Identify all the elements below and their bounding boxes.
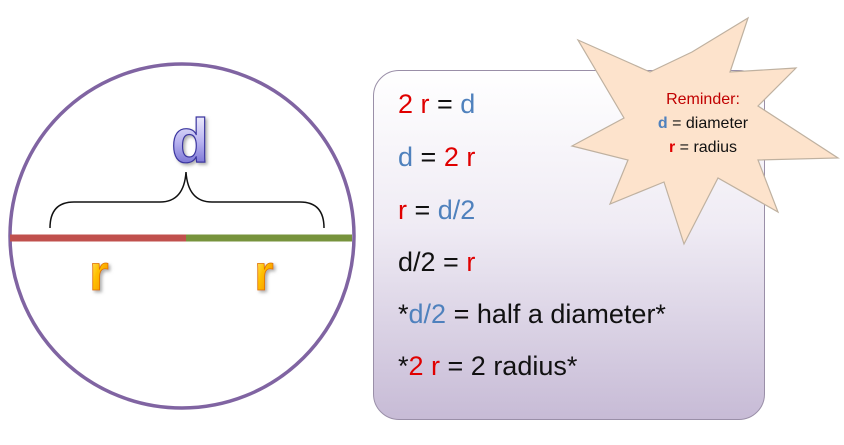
equation-part: 2 r xyxy=(408,351,441,381)
equation-line: 2 r = d xyxy=(398,88,475,120)
reminder-radius-line: r = radius xyxy=(628,136,778,160)
equation-line: *2 r = 2 radius* xyxy=(398,350,577,382)
equation-part: = xyxy=(407,195,438,225)
equation-part: = 2 radius* xyxy=(440,351,578,381)
equation-part: d xyxy=(398,142,414,172)
equation-part: r xyxy=(398,195,407,225)
equation-line: r = d/2 xyxy=(398,194,475,226)
equation-part: d xyxy=(460,89,476,119)
diameter-brace xyxy=(49,171,325,229)
equation-part: 2 r xyxy=(398,89,430,119)
equation-line: d/2 = r xyxy=(398,246,475,278)
equation-part: d/2 xyxy=(398,247,436,277)
reminder-note: Reminder: d = diameter r = radius xyxy=(628,88,778,160)
equation-line: *d/2 = half a diameter* xyxy=(398,298,666,330)
reminder-starburst xyxy=(570,16,840,246)
equation-part: = xyxy=(429,89,461,119)
equation-line: d = 2 r xyxy=(398,141,475,173)
radius-letter-right: r xyxy=(254,245,273,301)
reminder-d-text: = diameter xyxy=(667,115,749,132)
reminder-title: Reminder: xyxy=(666,91,740,108)
equation-part: * xyxy=(398,299,409,329)
equation-part: = xyxy=(413,142,444,172)
equation-part: d/2 xyxy=(408,299,447,329)
diameter-letter: d xyxy=(171,107,209,176)
equation-part: * xyxy=(398,351,409,381)
reminder-r-text: = radius xyxy=(675,139,738,156)
radius-letter-left: r xyxy=(89,245,108,301)
reminder-diameter-line: d = diameter xyxy=(628,112,778,136)
equation-part: r xyxy=(466,247,476,277)
equation-part: = xyxy=(435,247,467,277)
equation-part: = half a diameter* xyxy=(446,299,666,329)
equation-part: d/2 xyxy=(437,195,476,225)
equation-part: 2 r xyxy=(443,142,476,172)
reminder-d-key: d xyxy=(657,115,668,132)
reminder-r-key: r xyxy=(668,139,676,156)
